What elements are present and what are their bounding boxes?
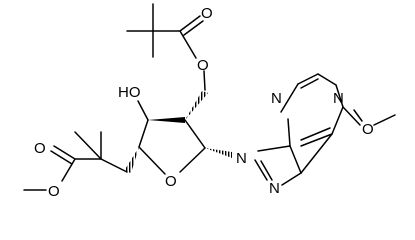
hashed-bond xyxy=(205,148,232,158)
bond xyxy=(100,158,128,173)
bond xyxy=(179,15,201,32)
bond xyxy=(342,106,361,126)
left-ester-chain xyxy=(23,131,128,191)
bond xyxy=(287,118,291,147)
bond xyxy=(300,78,319,89)
atom-label: O xyxy=(48,183,60,200)
atom-label: N xyxy=(271,90,282,107)
atom-label: N xyxy=(269,180,280,197)
bond xyxy=(74,131,102,160)
bond xyxy=(257,145,291,152)
bond xyxy=(137,100,149,121)
top-pivaloyl-group xyxy=(126,3,206,91)
bond xyxy=(373,114,396,126)
bond xyxy=(300,133,333,174)
atom-label: N xyxy=(333,90,344,107)
chemical-structure: O O O HO O O xyxy=(23,3,396,200)
atom-label: O xyxy=(201,5,213,22)
hashed-bond xyxy=(185,91,208,120)
bond xyxy=(138,146,166,175)
bond xyxy=(317,73,337,86)
atom-label: O xyxy=(165,173,177,190)
bond xyxy=(289,145,302,174)
bond xyxy=(53,145,76,160)
bond xyxy=(179,147,206,173)
atom-label: HO xyxy=(118,84,141,101)
hashed-bond xyxy=(124,147,139,173)
bond xyxy=(297,73,319,85)
bond xyxy=(300,127,331,141)
purine-ring-system xyxy=(254,73,396,186)
atom-label: O xyxy=(197,57,209,74)
bond xyxy=(179,30,197,59)
bond xyxy=(61,158,76,182)
bond xyxy=(281,172,302,186)
bond xyxy=(184,119,206,149)
bond xyxy=(138,119,149,148)
atom-label: N xyxy=(236,150,247,167)
bond xyxy=(300,133,333,147)
furanose-ring xyxy=(138,117,206,175)
bond xyxy=(203,70,206,91)
bond xyxy=(280,83,299,113)
bond xyxy=(335,84,344,108)
bond xyxy=(183,20,204,36)
atom-label: O xyxy=(34,140,46,157)
bond xyxy=(260,160,273,181)
bond xyxy=(353,109,363,122)
atom-label: O xyxy=(362,121,374,138)
bond xyxy=(331,106,344,135)
bold-bond xyxy=(148,117,185,123)
bond xyxy=(254,159,268,181)
bond xyxy=(50,150,73,165)
